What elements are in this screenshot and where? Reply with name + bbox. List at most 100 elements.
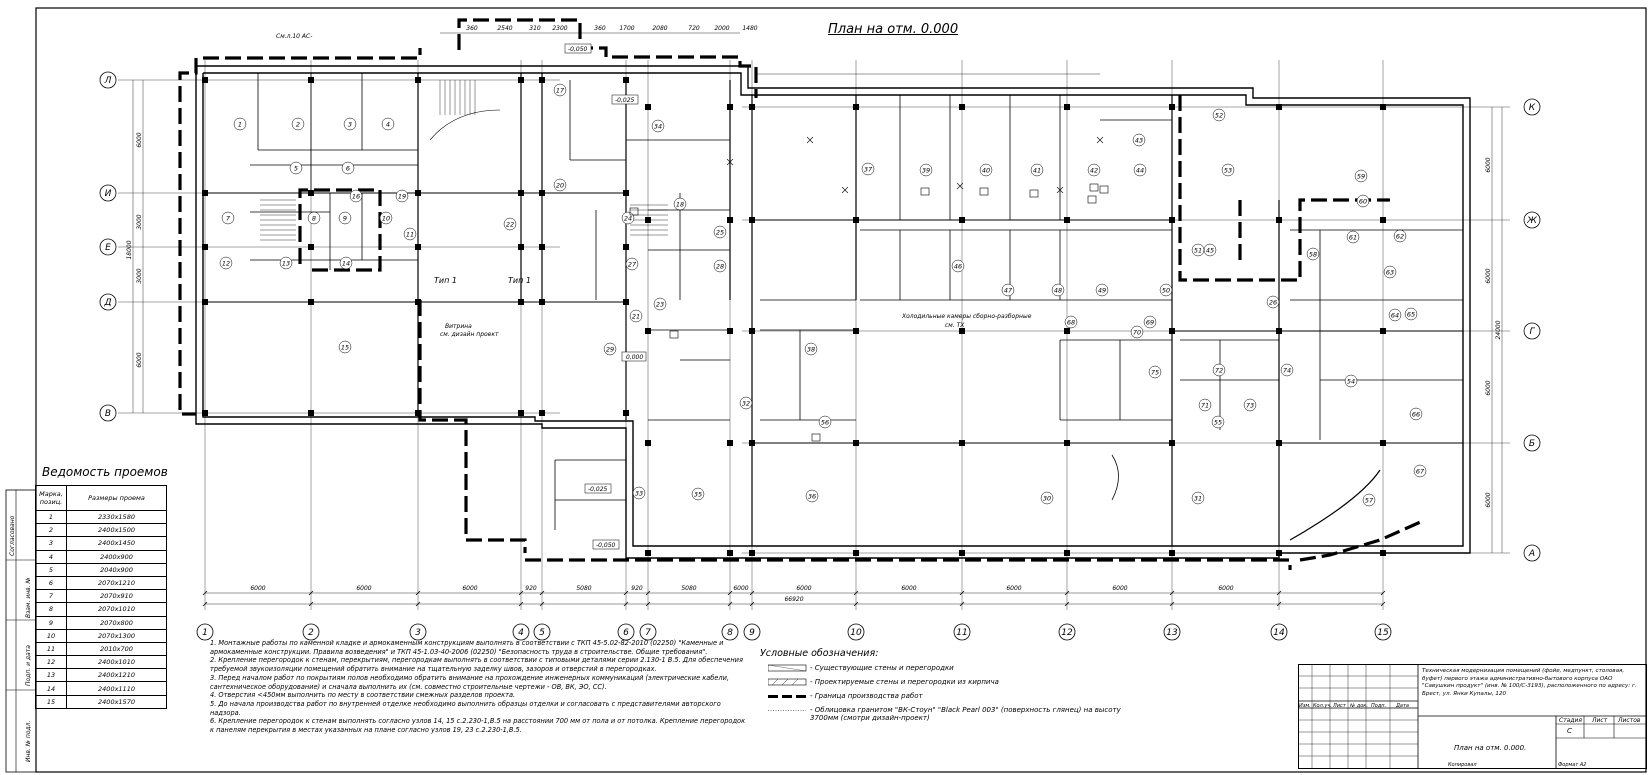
rev-col-izm: Изм. [1299, 703, 1311, 709]
room-tag: 19 [395, 189, 409, 203]
axis-col-bubble: 13 [1163, 623, 1181, 641]
dim-label: 1480 [742, 25, 757, 32]
dim-tick [749, 601, 755, 607]
axis-col-bubble: 11 [953, 623, 971, 641]
room-tag: 50 [1159, 283, 1173, 297]
column [539, 299, 545, 305]
level-mark-2: -0,025 [611, 94, 639, 105]
room-number: 20 [556, 181, 564, 189]
dim-tick [853, 590, 859, 596]
overall-dim-label: 66920 [784, 596, 803, 603]
axis-row-bubble: Д [99, 293, 117, 311]
room-number: 3 [348, 120, 352, 128]
dim-tick [623, 590, 629, 596]
room-number: 4 [386, 120, 390, 128]
schedule-size: 2070х1300 [66, 628, 167, 643]
column [1380, 217, 1386, 223]
dim-label: 360 [466, 25, 478, 32]
room-tag: 1 [233, 117, 247, 131]
axis-row-bubble: А [1523, 544, 1541, 562]
room-number: 6 [346, 164, 350, 172]
spiral-stair-arc [429, 109, 501, 141]
room-tag: 69 [1143, 315, 1157, 329]
column [518, 299, 524, 305]
room-number: 24 [624, 214, 632, 222]
legend-item-boundary: - Граница производства работ [768, 692, 923, 700]
boundary-segment [203, 48, 422, 60]
sheets-label: Листов [1618, 717, 1641, 724]
room-number: 22 [506, 220, 514, 228]
axis-bubble-label: Ж [1526, 216, 1537, 226]
room-number: 14 [342, 259, 350, 267]
schedule-mark: 15 [35, 694, 67, 709]
axis-bubble-label: 3 [415, 628, 421, 638]
dim-tick [1380, 590, 1386, 596]
svg-text:-0,025: -0,025 [615, 97, 635, 104]
room-tag: 20 [553, 178, 567, 192]
dim-label: 5080 [576, 585, 591, 592]
column [853, 104, 859, 110]
room-number: 60 [1359, 197, 1367, 205]
sink-fixture [811, 433, 821, 442]
column [623, 244, 629, 250]
dim-label: 2080 [652, 25, 667, 32]
column [1169, 104, 1175, 110]
room-number: 62 [1396, 232, 1404, 240]
dim-label: 360 [594, 25, 606, 32]
boundary-segment [457, 18, 758, 98]
title-description: Техническая модернизация помещений (фойе… [1422, 668, 1637, 697]
schedule-size: 2400х1450 [66, 536, 167, 551]
room-number: 69 [1146, 318, 1154, 326]
floor-drain-icon [1056, 186, 1064, 194]
room-tag: 18 [673, 197, 687, 211]
room-number: 12 [222, 259, 230, 267]
column [1380, 328, 1386, 334]
axis-row-bubble: Г [1523, 322, 1541, 340]
dim-tick [1064, 590, 1070, 596]
side-stamp-inv: Инв. № подл. [25, 720, 32, 762]
room-tag: 16 [349, 189, 363, 203]
room-number: 25 [716, 228, 724, 236]
title-block: Техническая модернизация помещений (фойе… [1298, 664, 1647, 769]
legend-item-existing: - Существующие стены и перегородки [760, 664, 1190, 676]
room-tag: 33 [632, 486, 646, 500]
axis-col-bubble: 14 [1270, 623, 1288, 641]
column [645, 550, 651, 556]
axis-bubble-label: 11 [956, 628, 967, 638]
column [518, 77, 524, 83]
column [749, 217, 755, 223]
column [959, 550, 965, 556]
dim-label: 6000 [1485, 380, 1492, 395]
dim-tick [1064, 601, 1070, 607]
room-number: 43 [1135, 136, 1143, 144]
room-number: 17 [556, 86, 565, 94]
room-tag: 21 [629, 309, 643, 323]
room-tag: 68 [1064, 315, 1078, 329]
sink-fixture [920, 187, 930, 196]
schedule-size: 2070х910 [66, 589, 167, 604]
dim-label: 3000 [136, 214, 143, 229]
stage-value: С [1567, 727, 1572, 735]
dim-tick [415, 590, 421, 596]
dim-tick [415, 601, 421, 607]
room-number: 26 [1269, 298, 1277, 306]
schedule-size: 2400х1570 [66, 694, 167, 709]
dim-tick [518, 590, 524, 596]
room-tag: 54 [1344, 374, 1358, 388]
room-number: 28 [716, 262, 724, 270]
stage-label: Стадия [1559, 717, 1583, 724]
room-number: 45 [1206, 246, 1214, 254]
column [1169, 217, 1175, 223]
axis-row-bubble: И [99, 184, 117, 202]
schedule-size: 2400х1210 [66, 668, 167, 683]
axis-col-bubble: 12 [1058, 623, 1076, 641]
column [1169, 328, 1175, 334]
room-tag: 42 [1087, 163, 1101, 177]
axis-col-bubble: 6 [617, 623, 635, 641]
room-tag: 62 [1393, 229, 1407, 243]
room-number: 50 [1162, 286, 1170, 294]
schedule-mark: 10 [35, 628, 67, 643]
copied-label: Копировал [1448, 762, 1477, 768]
